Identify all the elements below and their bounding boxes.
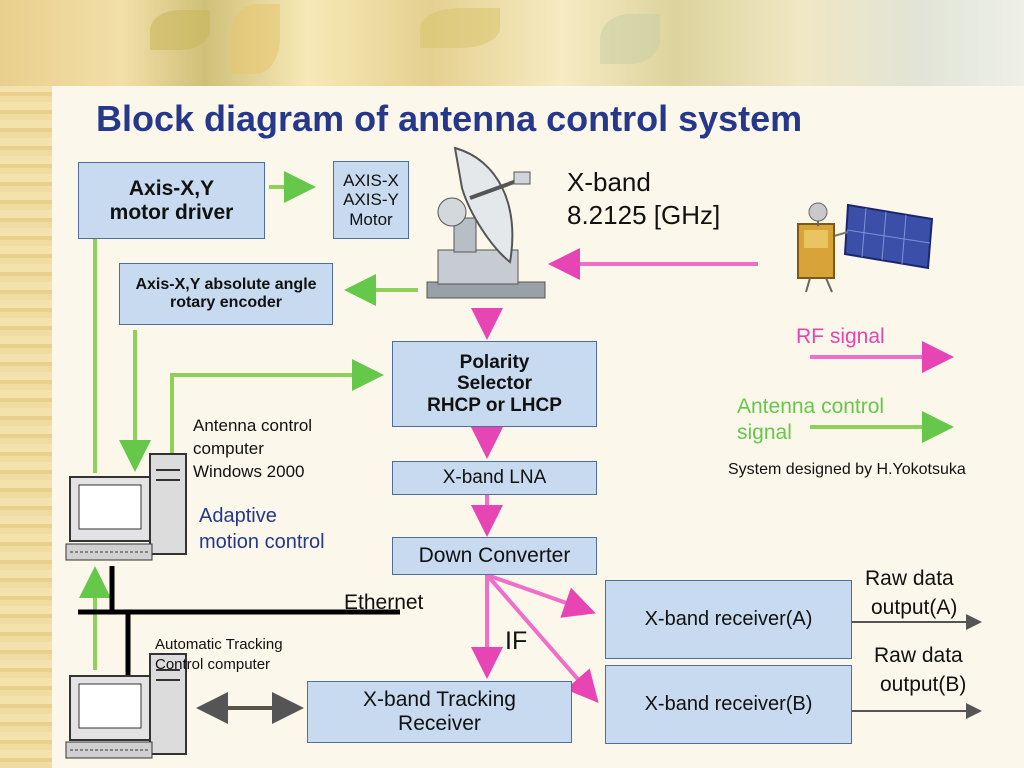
tracking-computer-label: Automatic Tracking Control computer — [155, 635, 283, 674]
computer-to-driver-line — [78, 224, 97, 473]
antenna-computer-line-1: Antenna control — [193, 416, 313, 435]
page-title: Block diagram of antenna control system — [96, 98, 803, 139]
rf-signal-legend-label: RF signal — [796, 325, 885, 348]
antenna-computer-label: Antenna control computer Windows 2000 — [193, 415, 312, 484]
data-output-lines — [196, 614, 982, 724]
raw-output-a-label: Raw data output(A) — [865, 564, 957, 623]
receiver-a-box: X-band receiver(A) — [605, 580, 852, 659]
polarity-line-3: RHCP or LHCP — [427, 394, 562, 416]
band-name: X-band — [567, 167, 651, 197]
encoder-line-1: Axis-X,Y absolute angle — [135, 276, 317, 294]
tracking-computer-line-2: Control computer — [155, 655, 271, 673]
adaptive-line-2: motion control — [199, 531, 325, 553]
top-decorative-banner — [0, 0, 1024, 86]
encoder-line-2: rotary encoder — [169, 294, 283, 311]
receiver-b-label: X-band receiver(B) — [644, 693, 813, 716]
raw-output-b-line-2: output(B) — [880, 673, 967, 697]
tracking-receiver-line-1: X-band Tracking — [363, 688, 516, 712]
polarity-line-1: Polarity — [459, 352, 530, 374]
down-converter-label: Down Converter — [418, 544, 571, 568]
motor-driver-line-2: motor driver — [109, 200, 234, 224]
motor-line-2: AXIS-Y — [343, 190, 399, 210]
raw-output-b-label: Raw data output(B) — [874, 641, 966, 700]
polarity-line-2: Selector — [457, 373, 532, 395]
motor-driver-line-1: Axis-X,Y — [128, 176, 215, 200]
antenna-control-legend-line-1: Antenna control — [737, 395, 885, 418]
desktop-computer-icon — [65, 453, 187, 561]
lna-label: X-band LNA — [442, 467, 547, 489]
rf-signal-lines — [471, 248, 954, 704]
receiver-b-box: X-band receiver(B) — [605, 665, 852, 744]
raw-output-b-line-1: Raw data — [874, 644, 963, 667]
band-frequency: 8.2125 [GHz] — [567, 199, 721, 230]
motor-line-1: AXIS-X — [343, 171, 399, 191]
receiver-a-label: X-band receiver(A) — [644, 608, 813, 631]
down-converter-box: Down Converter — [392, 537, 597, 575]
band-label: X-band 8.2125 [GHz] — [567, 166, 720, 231]
if-label: IF — [505, 627, 528, 655]
antenna-control-legend-line-2: signal — [737, 421, 792, 445]
motor-line-3: Motor — [349, 209, 393, 229]
raw-output-a-line-2: output(A) — [871, 596, 958, 620]
adaptive-motion-label: Adaptive motion control — [199, 503, 325, 555]
raw-output-a-line-1: Raw data — [865, 567, 954, 590]
computer-to-polarity-arrow — [170, 359, 384, 478]
ethernet-label: Ethernet — [344, 591, 424, 614]
downconverter-to-receiver-b-arrow — [485, 573, 599, 704]
antenna-control-legend-label: Antenna control signal — [737, 394, 884, 447]
antenna-computer-line-3: Windows 2000 — [193, 461, 305, 481]
tracking-receiver-line-2: Receiver — [398, 712, 481, 735]
ethernet-lines — [78, 566, 400, 680]
downconverter-to-receiver-a-arrow — [486, 573, 596, 618]
tracking-computer-line-1: Automatic Tracking — [155, 636, 283, 653]
desktop-computer-icon — [65, 653, 187, 759]
antenna-computer-line-2: computer — [193, 438, 264, 458]
designer-credit: System designed by H.Yokotsuka — [728, 461, 966, 478]
adaptive-line-1: Adaptive — [199, 505, 277, 527]
satellite-icon — [797, 202, 934, 293]
lna-box: X-band LNA — [392, 461, 597, 495]
parabolic-antenna-icon — [426, 146, 546, 299]
